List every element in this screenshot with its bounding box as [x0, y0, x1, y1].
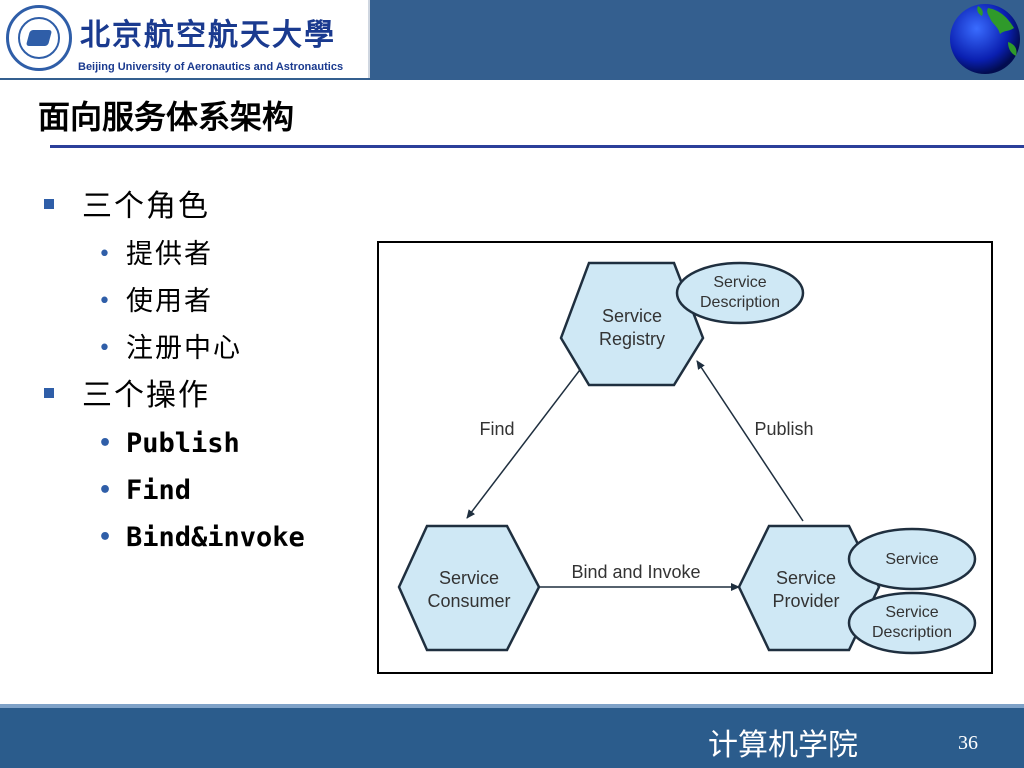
page-title: 面向服务体系架构 — [38, 98, 295, 136]
consumer-hexagon — [397, 524, 541, 652]
soa-diagram: Service Registry Service Description Ser… — [377, 241, 993, 674]
page-number: 36 — [958, 732, 978, 754]
publish-arrow — [696, 360, 804, 522]
globe-icon — [950, 4, 1020, 74]
footer-bar — [0, 708, 1024, 768]
consumer-label-2: Consumer — [427, 591, 510, 611]
registry-label-2: Registry — [599, 329, 665, 349]
provider-hexagon — [737, 524, 881, 652]
dot-bullet-icon: • — [98, 478, 113, 503]
sub-bullet: •提供者 — [40, 233, 370, 280]
university-name-cn: 北京航空航天大學 — [80, 18, 336, 53]
dot-bullet-icon: • — [98, 431, 113, 456]
sub-bullet: •注册中心 — [40, 327, 370, 374]
dot-bullet-icon: • — [98, 525, 113, 550]
footer-department: 计算机学院 — [708, 728, 858, 763]
provider-desc-label-2: Description — [872, 624, 952, 641]
square-bullet-icon — [44, 388, 54, 398]
bullet-roles-label: 三个角色 — [82, 189, 210, 224]
registry-description-ellipse — [675, 261, 805, 325]
bullet-operations-label: 三个操作 — [82, 378, 210, 413]
provider-service-label: Service — [885, 551, 938, 568]
sub-bullet: •Find — [40, 469, 370, 516]
registry-hexagon — [559, 261, 705, 387]
sub-bullet: •Publish — [40, 422, 370, 469]
registry-label-1: Service — [602, 306, 662, 326]
title-divider — [50, 145, 1024, 148]
registry-desc-label-1: Service — [713, 274, 766, 291]
sub-bullet: •使用者 — [40, 280, 370, 327]
provider-label-2: Provider — [772, 591, 839, 611]
footer-accent — [0, 704, 1024, 709]
publish-label: Publish — [754, 419, 813, 439]
bullet-roles: 三个角色 — [40, 185, 370, 233]
find-label: Find — [479, 419, 514, 439]
provider-service-ellipse — [847, 527, 977, 591]
square-bullet-icon — [44, 199, 54, 209]
university-name-en: Beijing University of Aeronautics and As… — [78, 61, 344, 73]
find-arrow — [466, 349, 598, 519]
bullet-operations: 三个操作 — [40, 374, 370, 422]
provider-desc-label-1: Service — [885, 604, 938, 621]
bullet-list: 三个角色 •提供者 •使用者 •注册中心 三个操作 •Publish •Find… — [40, 185, 370, 563]
university-logo: 北京航空航天大學 Beijing University of Aeronauti… — [0, 0, 370, 78]
dot-bullet-icon: • — [98, 289, 113, 314]
provider-label-1: Service — [776, 568, 836, 588]
university-seal-icon — [6, 5, 72, 71]
dot-bullet-icon: • — [98, 336, 113, 361]
registry-desc-label-2: Description — [700, 294, 780, 311]
bind-label: Bind and Invoke — [571, 562, 700, 582]
sub-bullet: •Bind&invoke — [40, 516, 370, 563]
provider-description-ellipse — [847, 591, 977, 655]
dot-bullet-icon: • — [98, 242, 113, 267]
consumer-label-1: Service — [439, 568, 499, 588]
